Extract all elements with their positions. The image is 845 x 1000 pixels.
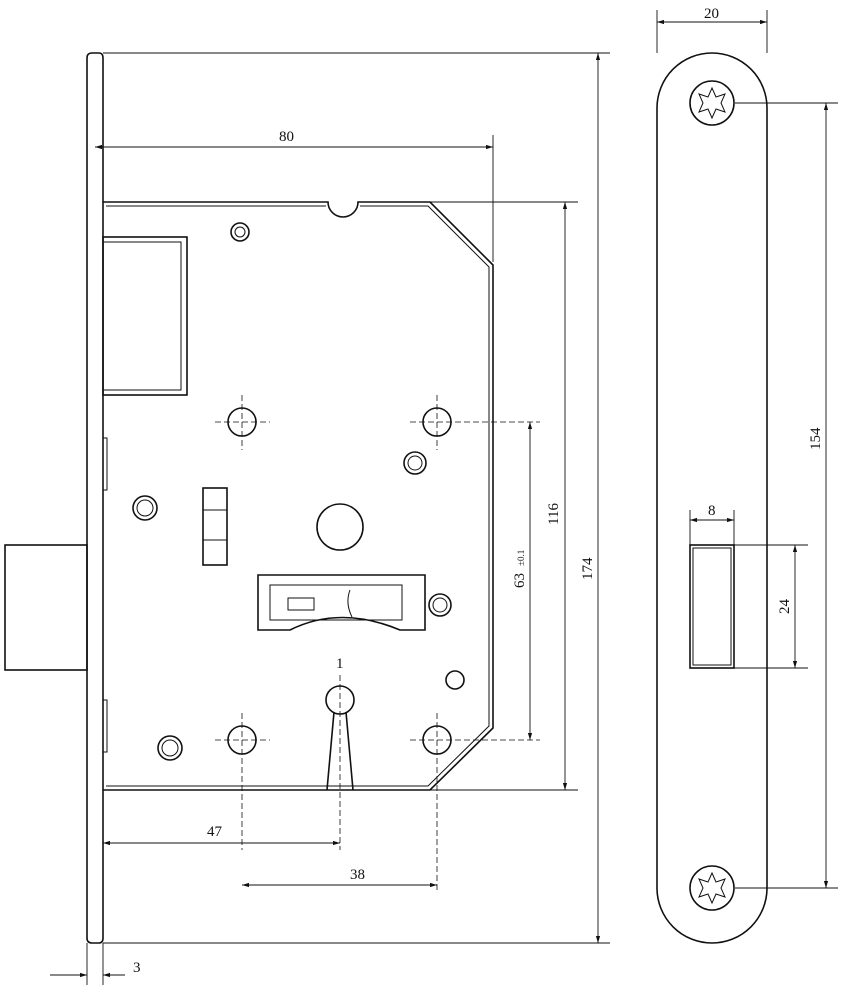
dim-20: 20: [704, 6, 719, 22]
torx-screw-icon: [689, 80, 735, 126]
dim-38: 38: [350, 867, 365, 883]
screw-hole-icon: [215, 713, 270, 850]
dim-47: 47: [207, 824, 223, 840]
mounting-holes: [215, 395, 540, 890]
faceplate: [86, 52, 108, 944]
slider-mechanism: [257, 574, 426, 631]
screw-hole-icon: [215, 395, 270, 450]
lock-body: [103, 201, 494, 791]
strike-dimensions: 20 154 8 24: [656, 6, 838, 889]
dim-24: 24: [777, 599, 793, 615]
rivets: [132, 222, 465, 761]
dim-63: 63: [512, 573, 528, 588]
deadbolt: [102, 236, 188, 396]
dim-154: 154: [808, 427, 824, 450]
dim-80: 80: [279, 129, 294, 145]
dim-174: 174: [580, 557, 596, 580]
spindle-hole: [316, 503, 364, 551]
screw-hole-icon: [410, 713, 540, 890]
torx-screw-icon: [689, 865, 735, 911]
latch-opening: [689, 544, 735, 669]
keyhole: 1: [325, 656, 355, 850]
screw-hole-icon: [410, 395, 540, 450]
dim-3: 3: [133, 960, 141, 976]
dim-116: 116: [546, 503, 562, 525]
dimensions: 80 174 116 63 ±0.1 47 38 3: [50, 52, 610, 985]
keyhole-mark: 1: [336, 656, 344, 672]
dim-8: 8: [708, 503, 716, 519]
latch-bolt: [4, 544, 88, 671]
strike-plate: [656, 52, 768, 944]
dim-63-tolerance: ±0.1: [516, 550, 526, 566]
latch-block: [202, 487, 228, 566]
